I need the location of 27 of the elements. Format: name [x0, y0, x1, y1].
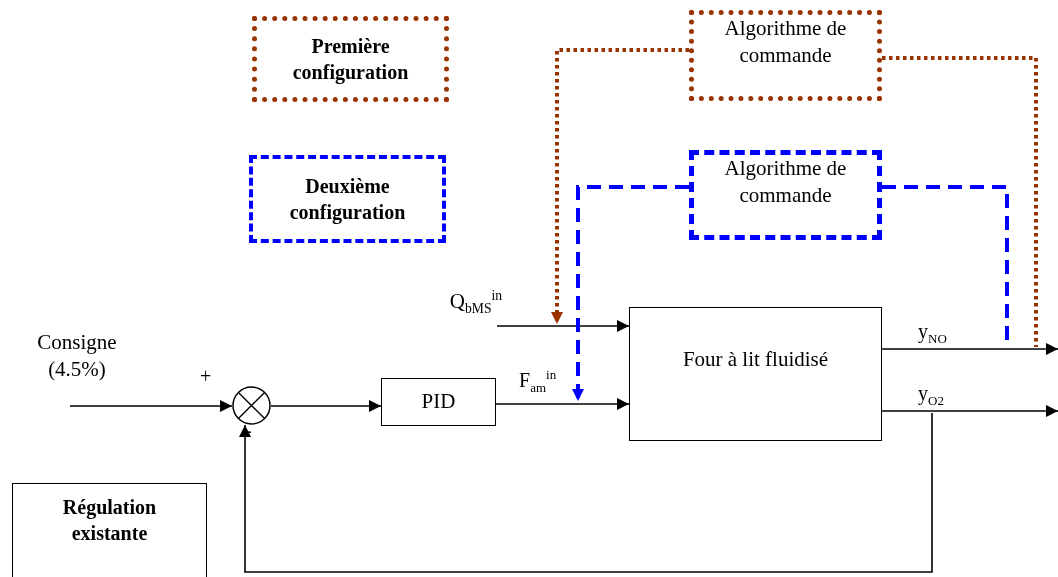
- box-text: Four à lit fluidisé: [682, 346, 829, 373]
- box-text: PID: [421, 388, 456, 416]
- algorithm-box: [689, 150, 882, 240]
- arrow: [881, 405, 1058, 417]
- process-box: [381, 378, 496, 426]
- box-text: Régulation existante: [61, 495, 158, 546]
- connector-line: [882, 56, 1038, 347]
- configuration-box: [252, 16, 449, 102]
- summing-junction-icon: [232, 386, 271, 425]
- box-text: Première configuration: [291, 34, 410, 85]
- box-text: Algorithme de commande: [723, 155, 848, 210]
- box-text: Algorithme de commande: [723, 15, 848, 70]
- process-box: [629, 307, 882, 441]
- arrow: [270, 400, 382, 412]
- arrow: [551, 48, 689, 324]
- algorithm-box: [689, 10, 882, 101]
- arrow: [69, 400, 233, 412]
- configuration-box: [249, 155, 446, 243]
- arrow: [239, 412, 933, 573]
- arrow: [881, 343, 1058, 355]
- arrow: [572, 185, 689, 401]
- setpoint-label: Consigne (4.5%): [36, 328, 118, 383]
- sign-label: +: [200, 366, 212, 386]
- arrow: [496, 320, 630, 332]
- info-box: [12, 483, 207, 577]
- box-text: Deuxième configuration: [288, 174, 407, 225]
- arrow: [495, 398, 630, 410]
